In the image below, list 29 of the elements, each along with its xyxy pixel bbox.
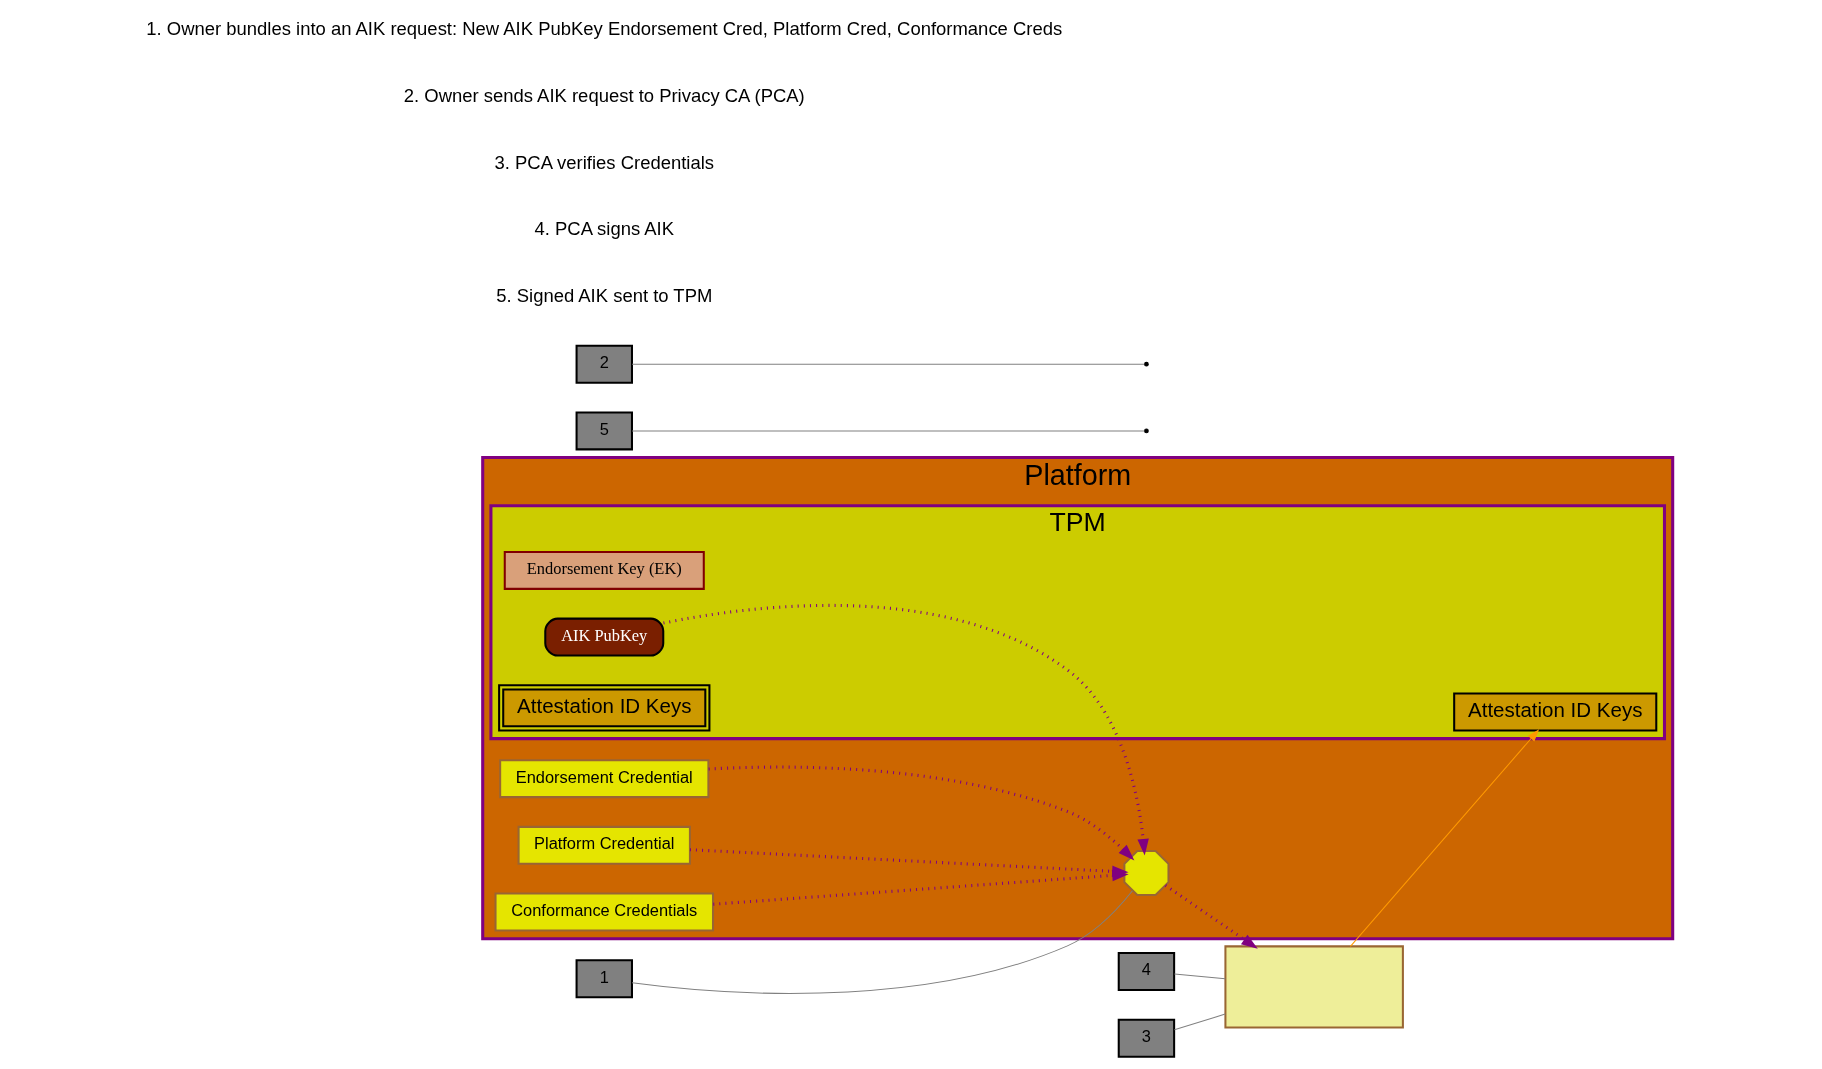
node-box: Attestation ID Keys [498, 684, 711, 732]
connector [1173, 973, 1226, 980]
label: 3. PCA verifies Credentials [494, 151, 715, 173]
node-box: AIK PubKey [544, 617, 665, 657]
arrow [663, 604, 1149, 856]
node-box: 3 [1117, 1018, 1176, 1058]
arrow [1164, 884, 1258, 949]
node-box: Endorsement Key (EK) [503, 550, 705, 590]
node-box: 5 [575, 411, 633, 451]
node-box [1224, 945, 1404, 1029]
node-box: Conformance Credentials [494, 892, 715, 932]
label: 5. Signed AIK sent to TPM [496, 285, 713, 307]
label: 2. Owner sends AIK request to Privacy CA (PCA) [403, 85, 805, 106]
connector [1173, 1013, 1226, 1031]
label: 1. Owner bundles into an AIK request: New AIK PubKey Endorsement Cred, Platform Cred, Conformance Creds [146, 18, 1063, 40]
node-box: 1 [575, 959, 633, 999]
node-box: Attestation ID Keys [1453, 692, 1658, 732]
node-octagon [1123, 849, 1170, 897]
connector [631, 363, 1145, 365]
node-box: 2 [575, 344, 633, 384]
node-box: Platform Credential [517, 825, 691, 865]
node-box: Endorsement Credential [499, 759, 710, 799]
connector [631, 430, 1145, 432]
arrow [1349, 729, 1540, 947]
node-box: 4 [1117, 952, 1176, 991]
arrow [713, 869, 1129, 906]
label: 4. PCA signs AIK [534, 218, 675, 240]
connector [631, 890, 1133, 994]
arrow [708, 765, 1135, 861]
